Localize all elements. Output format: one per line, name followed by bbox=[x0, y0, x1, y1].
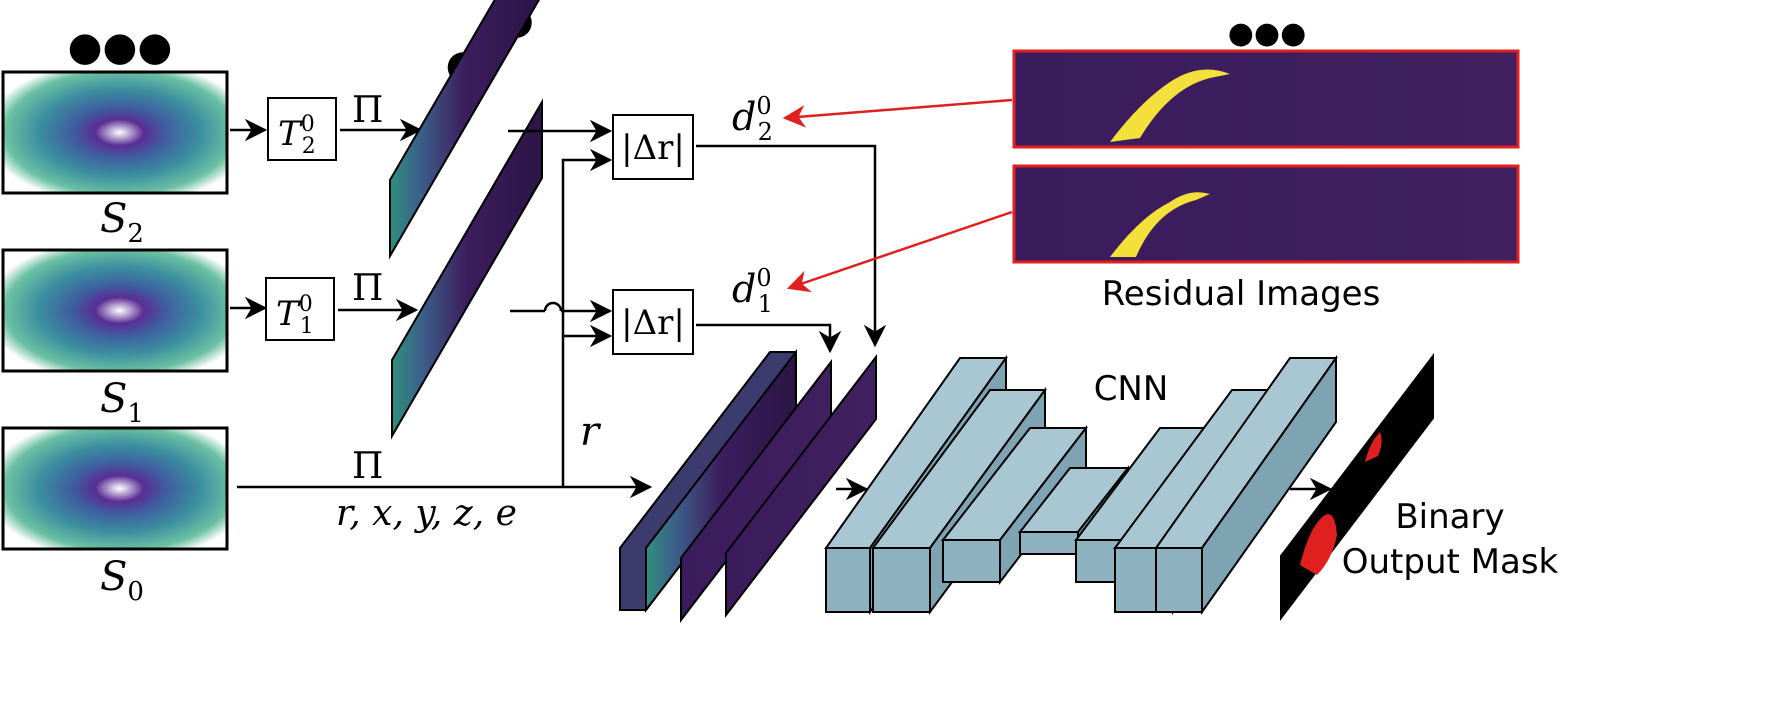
transform-t2-box bbox=[267, 97, 337, 161]
residual-image-1 bbox=[1012, 164, 1520, 264]
output-mask-highlight-small bbox=[1365, 432, 1382, 462]
scan-s0-label: S0 bbox=[100, 554, 144, 607]
range-label-r: r bbox=[580, 409, 602, 455]
ellipsis-dots-scans: ●●● bbox=[68, 24, 173, 70]
projection-symbol-1: Π bbox=[352, 268, 383, 309]
arrow-r-to-delta-2 bbox=[561, 148, 613, 487]
transform-t1-box bbox=[265, 277, 335, 341]
output-label-line2: Output Mask bbox=[1342, 542, 1559, 582]
output-mask-highlight bbox=[1300, 514, 1337, 575]
range-image-2 bbox=[389, 0, 540, 260]
scan-s1-label: S1 bbox=[100, 376, 144, 429]
scan-s0: S0 bbox=[1, 426, 229, 607]
range-image-1 bbox=[391, 98, 543, 440]
delta-r-label-2: |Δr| bbox=[621, 128, 685, 168]
scan-s1: S1 bbox=[1, 248, 229, 429]
delta-r-label-1: |Δr| bbox=[621, 303, 685, 343]
arrow-residual2-to-d2 bbox=[782, 98, 1013, 128]
scan-s2-image bbox=[1, 70, 229, 195]
scan-s1-image bbox=[1, 248, 229, 373]
scan-s2: ●●● S2 bbox=[1, 24, 229, 249]
arrow-delta2-to-stack bbox=[696, 144, 887, 348]
arrow-residual1-to-d1 bbox=[786, 210, 1013, 293]
delta-r-box-2 bbox=[612, 114, 694, 180]
residual-image-2-highlight bbox=[1110, 69, 1230, 142]
channels-label: r, x, y, z, e bbox=[336, 493, 517, 534]
projection-symbol-2: Π bbox=[352, 90, 383, 131]
cnn-block bbox=[824, 354, 1338, 616]
scan-s2-label: S2 bbox=[100, 196, 144, 249]
residual-image-2 bbox=[1012, 49, 1520, 149]
output-label-line1: Binary bbox=[1395, 497, 1504, 537]
input-stack bbox=[619, 349, 877, 623]
residual-images-label: Residual Images bbox=[1102, 274, 1381, 314]
scan-s0-image bbox=[1, 426, 229, 551]
ellipsis-dots-residual: ●●● bbox=[1228, 16, 1307, 51]
line-crossover-hop bbox=[543, 301, 563, 312]
cnn-label: CNN bbox=[1094, 369, 1169, 409]
arrow-delta1-to-stack bbox=[696, 323, 842, 354]
delta-r-box-1 bbox=[612, 289, 694, 355]
residual-image-1-highlight bbox=[1110, 192, 1210, 257]
stack-residual-2 bbox=[725, 354, 877, 618]
projection-symbol-0: Π bbox=[352, 446, 383, 487]
